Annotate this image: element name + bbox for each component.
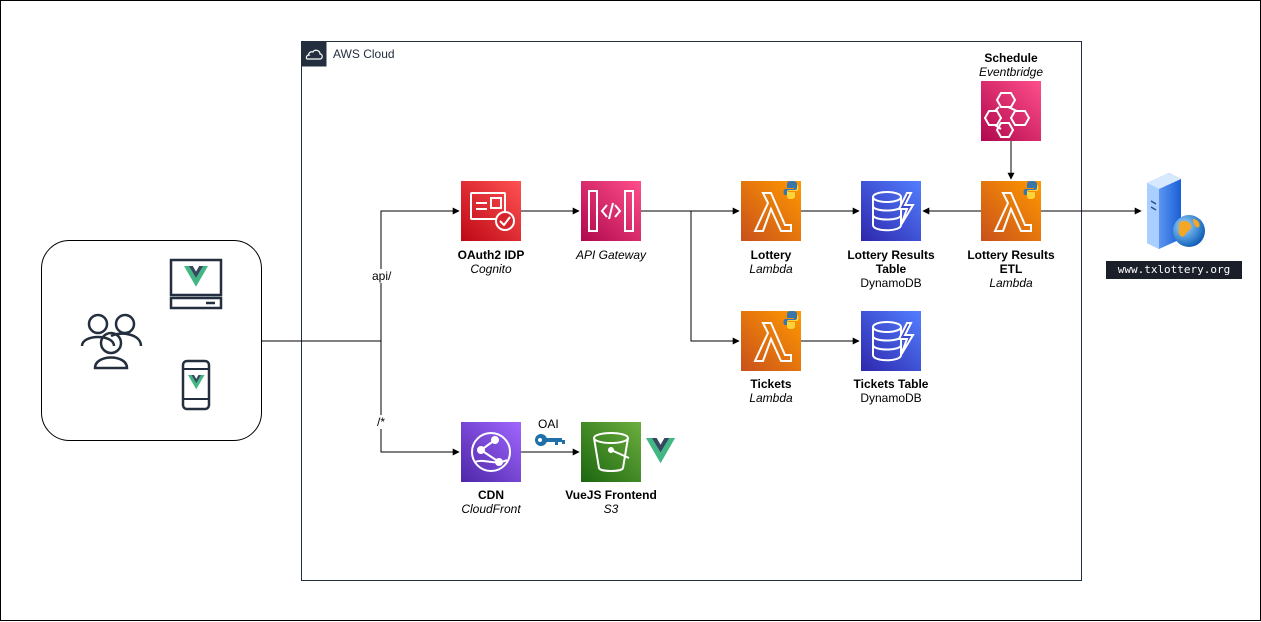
etl-service: Lambda	[989, 276, 1033, 290]
edge-apigw-to-tickets	[690, 211, 740, 345]
cloudfront-cdn-icon	[461, 422, 521, 482]
edge-frontend-to-cdn	[380, 341, 460, 456]
frontend-name: VueJS Frontend	[565, 488, 657, 502]
desktop-vue-icon	[169, 258, 223, 310]
edge-api-to-cognito	[380, 207, 460, 341]
etl-name: Lottery Results ETL	[967, 248, 1055, 276]
tickets-table-dynamodb-icon	[861, 311, 921, 371]
apigw-label: API Gateway	[551, 248, 671, 262]
edge-label-oai: OAI	[537, 417, 560, 431]
edge-label-api: api/	[371, 269, 393, 283]
etl-label: Lottery Results ETL Lambda	[961, 248, 1061, 290]
cdn-service: CloudFront	[461, 502, 521, 516]
results-table-name: Lottery Results Table	[847, 248, 935, 276]
api-gateway-icon	[581, 181, 641, 241]
oauth-service: Cognito	[470, 262, 512, 276]
schedule-label: Schedule Eventbridge	[951, 51, 1071, 79]
key-icon	[535, 434, 565, 446]
oauth-name: OAuth2 IDP	[457, 248, 525, 262]
web-server-globe-icon	[1147, 173, 1205, 249]
tickets-lambda-icon	[741, 311, 801, 371]
edge-label-frontend: /*	[376, 415, 387, 429]
results-table-service: DynamoDB	[860, 276, 922, 290]
aws-cloud-icon	[305, 49, 323, 60]
clients-group	[41, 240, 262, 441]
frontend-service: S3	[603, 502, 619, 516]
oauth-label: OAuth2 IDP Cognito	[431, 248, 551, 276]
tickets-table-label: Tickets Table DynamoDB	[831, 377, 951, 405]
tickets-table-name: Tickets Table	[853, 377, 929, 391]
aws-cloud-title: AWS Cloud	[333, 47, 395, 61]
tickets-service: Lambda	[749, 391, 793, 405]
eventbridge-schedule-icon	[981, 81, 1041, 141]
etl-lambda-icon	[981, 181, 1041, 241]
cdn-label: CDN CloudFront	[431, 488, 551, 516]
cognito-icon	[461, 181, 521, 241]
s3-frontend-icon	[581, 422, 641, 482]
lottery-service: Lambda	[749, 262, 793, 276]
mobile-vue-icon	[181, 359, 211, 411]
aws-cloud-group	[301, 41, 1082, 581]
apigw-service: API Gateway	[575, 248, 647, 262]
tickets-label: Tickets Lambda	[711, 377, 831, 405]
cdn-name: CDN	[478, 488, 504, 502]
users-group-icon	[80, 313, 143, 370]
results-table-dynamodb-icon	[861, 181, 921, 241]
lottery-name: Lottery	[750, 248, 792, 262]
frontend-label: VueJS Frontend S3	[551, 488, 671, 516]
vue-logo-icon	[646, 438, 676, 464]
lottery-lambda-icon	[741, 181, 801, 241]
results-table-label: Lottery Results Table DynamoDB	[841, 248, 941, 290]
schedule-name: Schedule	[984, 51, 1038, 65]
schedule-service: Eventbridge	[978, 65, 1044, 79]
tickets-table-service: DynamoDB	[860, 391, 922, 405]
website-label: www.txlottery.org	[1106, 261, 1242, 279]
lottery-label: Lottery Lambda	[711, 248, 831, 276]
tickets-name: Tickets	[750, 377, 792, 391]
connectors	[261, 141, 1142, 456]
